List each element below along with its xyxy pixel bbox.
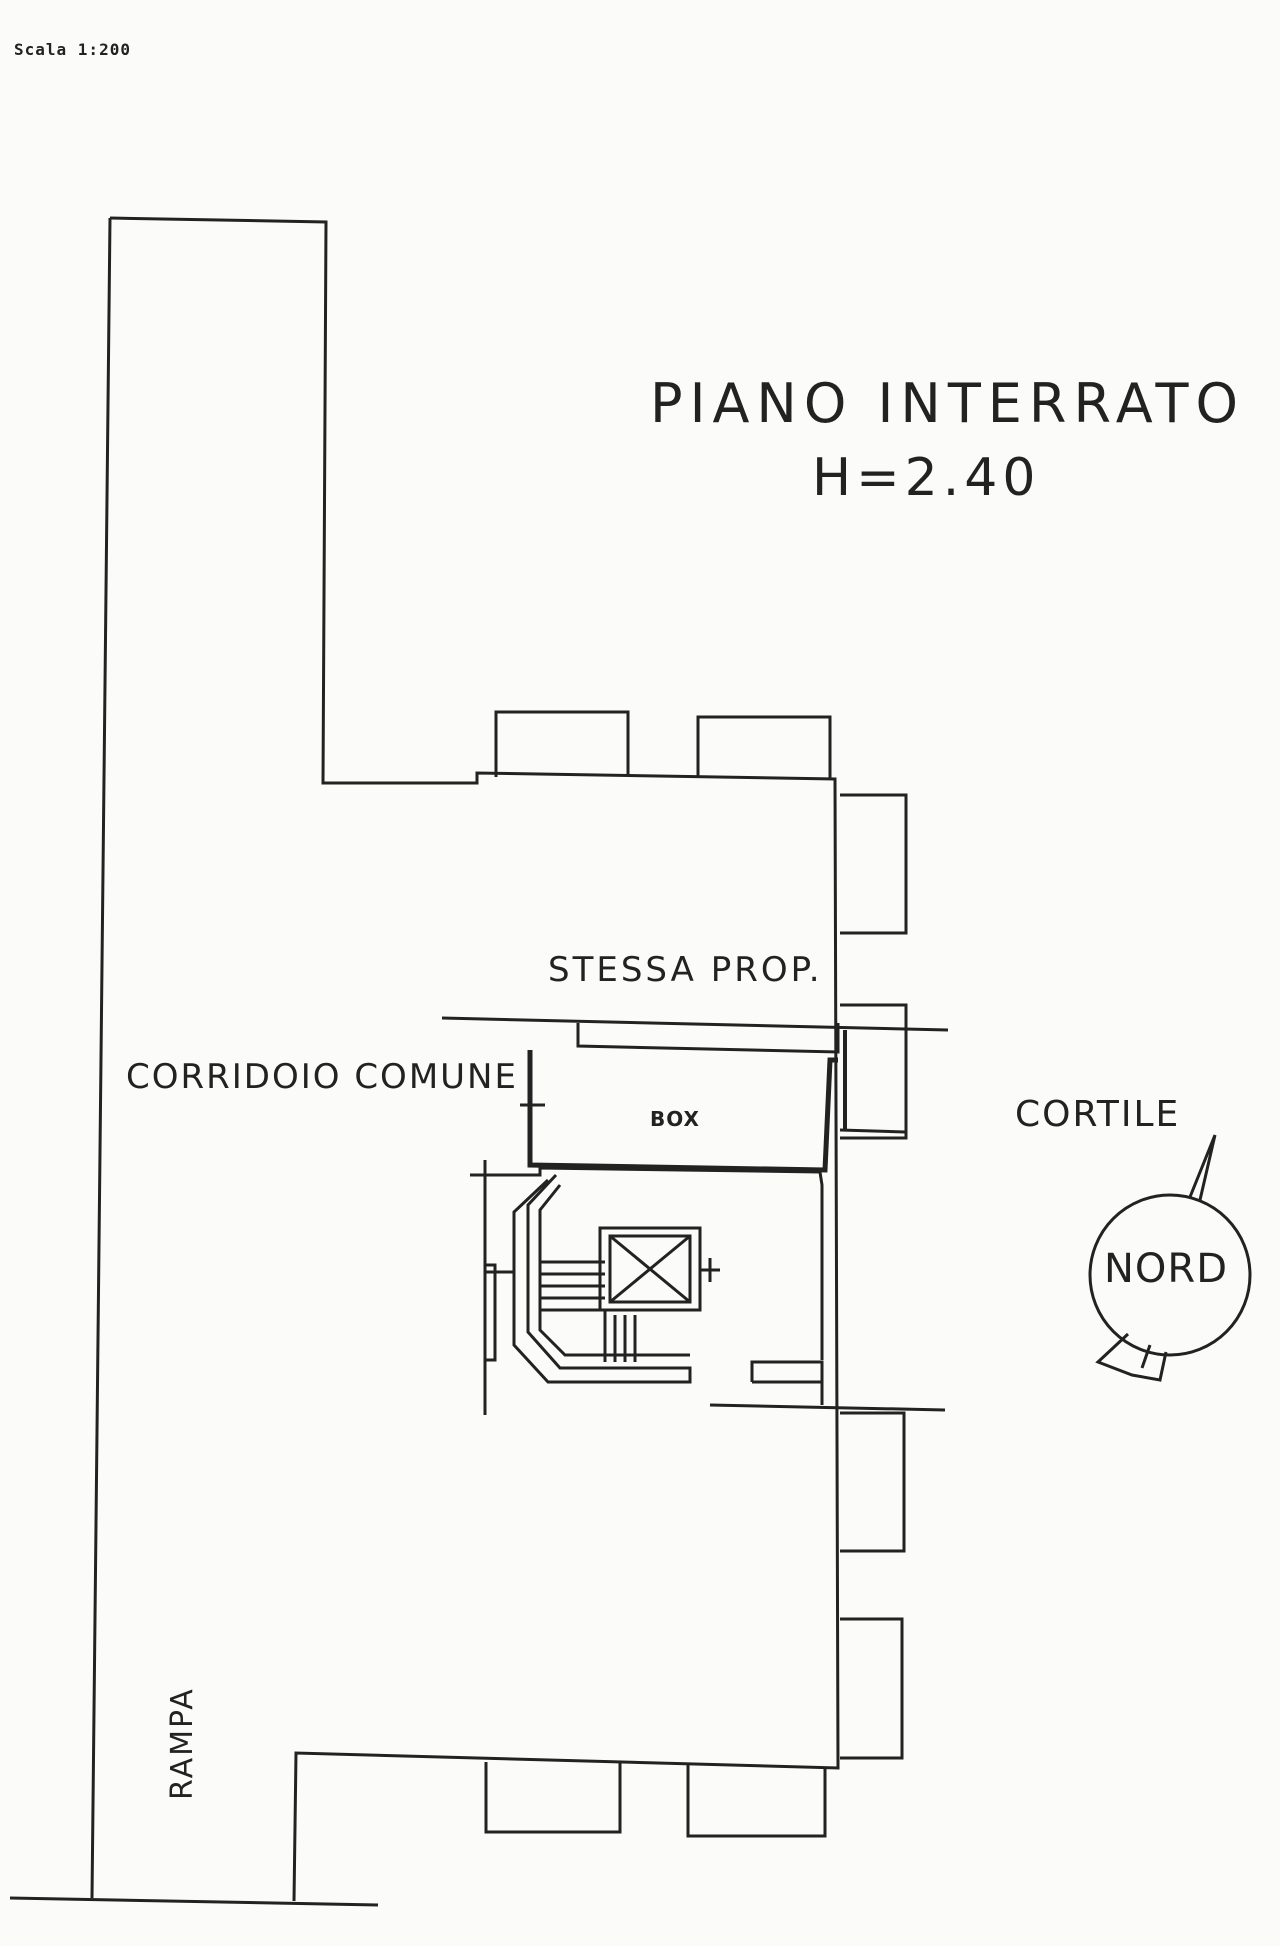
- ground-line: [9, 1896, 379, 1907]
- floor-title: PIANO INTERRATO: [650, 372, 1246, 435]
- building-outline: [109, 216, 840, 1902]
- bottom-well-1: [484, 1762, 622, 1834]
- left-wall: [90, 217, 112, 1899]
- compass-tail: [1095, 1332, 1168, 1382]
- stair-core-inner: [485, 1263, 497, 1362]
- box-room-walls: [527, 1050, 838, 1173]
- right-well-4: [840, 1617, 904, 1760]
- label-corridoio-comune: CORRIDOIO COMUNE: [126, 1057, 518, 1097]
- bottom-well-2: [686, 1765, 827, 1838]
- right-well-2: [840, 1003, 908, 1140]
- compass-circle: [1088, 1193, 1252, 1357]
- stair-ramp-outer: [512, 1173, 692, 1384]
- label-cortile: CORTILE: [1015, 1094, 1181, 1135]
- stair-ramp-inner: [538, 1184, 690, 1357]
- right-well-3: [840, 1411, 906, 1553]
- compass-needle: [1188, 1134, 1217, 1201]
- box-room: [576, 1023, 840, 1054]
- scale-label: Scala 1:200: [14, 40, 131, 59]
- property-line-lower: [709, 1403, 946, 1412]
- property-line-upper: [441, 1016, 949, 1032]
- top-window-1: [494, 710, 630, 777]
- label-rampa: RAMPA: [165, 1687, 200, 1800]
- top-window-2: [696, 715, 832, 779]
- right-well-1: [840, 793, 908, 935]
- floor-height: H=2.40: [812, 448, 1041, 508]
- label-stessa-prop: STESSA PROP.: [548, 950, 823, 990]
- label-box: BOX: [650, 1107, 700, 1131]
- stair-core-wall: [483, 1166, 824, 1415]
- compass-north-label: NORD: [1104, 1246, 1228, 1292]
